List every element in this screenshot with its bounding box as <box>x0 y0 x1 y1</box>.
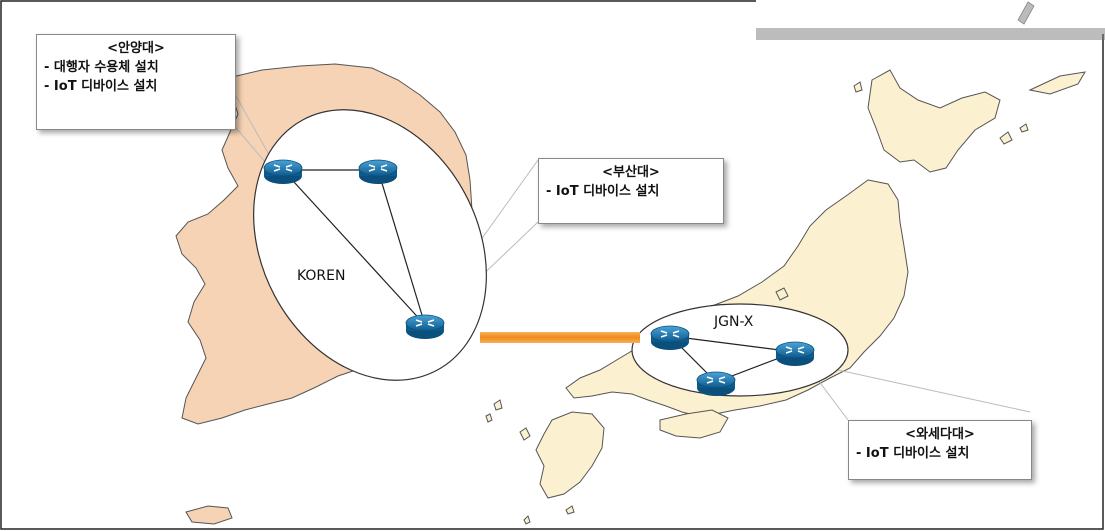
callout-anyang-line-1: - 대행자 수용체 설치 <box>44 60 159 75</box>
island-5 <box>1019 123 1029 133</box>
router-icon-koren-2 <box>358 159 398 185</box>
japan-kyushu <box>535 411 605 499</box>
island-6 <box>853 81 863 93</box>
callout-waseda: <와세다대> - IoT 디바이스 설치 <box>848 420 1032 480</box>
callout-anyang: <안양대> - 대행자 수용체 설치 - IoT 디바이스 설치 <box>36 34 236 130</box>
korea-island <box>185 505 233 525</box>
koren-network-ellipse <box>253 109 487 381</box>
callout-waseda-line-1: - IoT 디바이스 설치 <box>856 446 970 461</box>
japan-hokkaido <box>867 69 1001 173</box>
koren-jgnx-link <box>480 332 640 343</box>
island-2 <box>493 399 503 411</box>
overlay-image-fragment <box>756 0 1105 40</box>
router-icon-waseda <box>775 341 815 367</box>
callout-anyang-line-2: - IoT 디바이스 설치 <box>44 79 158 94</box>
jgnx-label: JGN-X <box>714 314 754 330</box>
japan-hokkaido-tip <box>1028 71 1086 95</box>
router-icon-anyang <box>263 159 303 185</box>
island-3 <box>485 413 493 423</box>
callout-busan-title: <부산대> <box>602 165 660 180</box>
island-sado <box>775 287 789 301</box>
callout-busan-line-1: - IoT 디바이스 설치 <box>546 184 660 199</box>
callout-waseda-title: <와세다대> <box>905 427 975 442</box>
island-1 <box>519 427 531 441</box>
island-8 <box>523 515 531 525</box>
jgnx-network-ellipse <box>631 303 849 397</box>
router-icon-jgnx-1 <box>650 325 690 351</box>
router-icon-busan <box>405 314 445 340</box>
island-7 <box>565 505 575 515</box>
koren-label: KOREN <box>297 268 346 284</box>
callout-busan: <부산대> - IoT 디바이스 설치 <box>538 158 724 224</box>
router-icon-jgnx-2 <box>696 371 736 397</box>
island-4 <box>999 131 1013 145</box>
callout-anyang-title: <안양대> <box>107 41 165 56</box>
japan-shikoku <box>659 409 729 439</box>
